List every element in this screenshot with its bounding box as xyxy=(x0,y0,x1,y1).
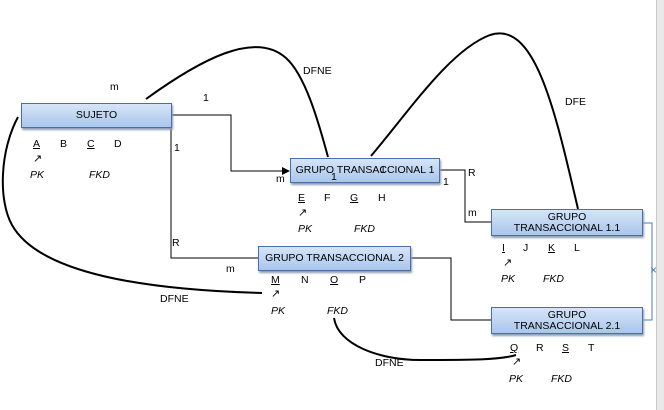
cardinality-r: R xyxy=(172,237,180,249)
dfne-curve-sujeto-m xyxy=(1,116,263,294)
attr-gt1-f: F xyxy=(324,192,331,204)
attr-sujeto-a: A xyxy=(33,138,41,150)
pk-label-gt1: PK xyxy=(298,223,313,235)
connector-gt1-gt11 xyxy=(440,169,491,223)
pk-label-gt2: PK xyxy=(271,305,286,317)
attr-gt11-k: K xyxy=(548,242,556,254)
vertical-scrollbar[interactable] xyxy=(656,0,664,410)
attr-gt21-s: S xyxy=(562,342,570,354)
dfne-arc-sujeto-gt1 xyxy=(145,46,329,158)
cardinality-1: 1 xyxy=(203,92,209,104)
fkd-label-gt1: FKD xyxy=(354,223,375,235)
attr-gt11-i: I xyxy=(502,242,505,254)
pk-label-gt11: PK xyxy=(501,273,516,285)
attr-sujeto-b: B xyxy=(60,138,68,150)
label-dfne: DFNE xyxy=(375,357,404,369)
side-link-x-mark: × xyxy=(650,263,657,277)
attr-sujeto-d: D xyxy=(114,138,122,150)
fkd-label-gt2: FKD xyxy=(327,305,348,317)
connector-gt2-gt21 xyxy=(411,257,491,321)
label-dfe: DFE xyxy=(565,96,586,108)
fkd-label-gt11: FKD xyxy=(543,273,564,285)
cardinality-m: m xyxy=(468,207,477,219)
dfe-arc-gt1-gt11 xyxy=(370,32,579,210)
attr-gt2-m: M xyxy=(271,274,280,286)
cardinality-m: m xyxy=(226,263,235,275)
connector-sujeto-gt2 xyxy=(170,128,258,259)
fkd-label-gt21: FKD xyxy=(551,373,572,385)
connector-sujeto-gt1 xyxy=(172,114,290,175)
cardinality-1: 1 xyxy=(174,142,180,154)
entity-grupo-transaccional-2-1[interactable]: GRUPO TRANSACCIONAL 2.1 xyxy=(491,307,643,334)
pk-arrow-icon: ↗ xyxy=(503,257,513,269)
attr-gt2-o: O xyxy=(330,274,339,286)
entity-grupo-transaccional-1[interactable]: GRUPO TRANSACCIONAL 1 xyxy=(290,158,440,183)
label-dfne: DFNE xyxy=(303,65,332,77)
side-link-gt11-gt21 xyxy=(643,222,653,321)
attr-gt2-n: N xyxy=(301,274,309,286)
pk-arrow-icon: ↗ xyxy=(298,207,308,219)
dfne-curve-fkd-q xyxy=(333,317,517,362)
cardinality-m: m xyxy=(276,173,285,185)
pk-arrow-icon: ↗ xyxy=(33,153,43,165)
attr-gt21-t: T xyxy=(588,342,595,354)
cardinality-1: 1 xyxy=(331,171,337,183)
attr-sujeto-c: C xyxy=(87,138,95,150)
cardinality-m: m xyxy=(110,81,119,93)
attr-gt2-p: P xyxy=(359,274,367,286)
cardinality-1: 1 xyxy=(380,164,386,176)
pk-arrow-icon: ↗ xyxy=(512,356,522,368)
attr-gt1-g: G xyxy=(350,192,359,204)
label-dfne: DFNE xyxy=(160,293,189,305)
entity-sujeto[interactable]: SUJETO xyxy=(21,103,172,128)
attr-gt21-r: R xyxy=(536,342,544,354)
pk-label-gt21: PK xyxy=(509,373,524,385)
attr-gt11-l: L xyxy=(574,242,580,254)
attr-gt1-e: E xyxy=(298,192,306,204)
fkd-label-sujeto: FKD xyxy=(89,169,110,181)
pk-arrow-icon: ↗ xyxy=(271,288,281,300)
attr-gt21-q: Q xyxy=(510,342,519,354)
cardinality-r: R xyxy=(468,167,476,179)
pk-label-sujeto: PK xyxy=(30,169,45,181)
cardinality-1: 1 xyxy=(443,176,449,188)
entity-grupo-transaccional-1-1[interactable]: GRUPO TRANSACCIONAL 1.1 xyxy=(491,209,643,236)
entity-grupo-transaccional-2[interactable]: GRUPO TRANSACCIONAL 2 xyxy=(258,246,411,271)
attr-gt11-j: J xyxy=(523,242,529,254)
attr-gt1-h: H xyxy=(378,192,386,204)
